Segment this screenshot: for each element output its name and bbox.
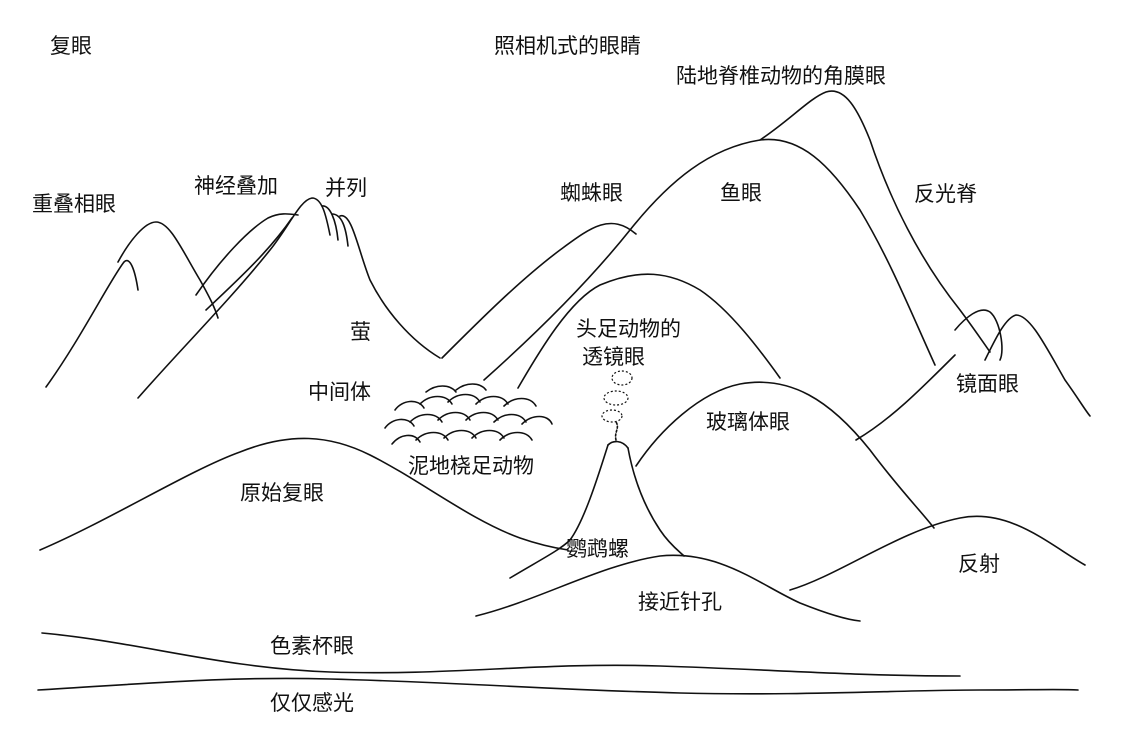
- label-neural-superposition: 神经叠加: [194, 174, 278, 198]
- mud-creature-scales: [384, 383, 553, 445]
- label-fish-eye: 鱼眼: [720, 181, 762, 205]
- nautilus-cone-left: [509, 444, 609, 579]
- label-glass-body-eye: 玻璃体眼: [706, 410, 790, 434]
- apposition-slope: [339, 215, 441, 359]
- primitive-compound-eye-hill: [39, 437, 569, 551]
- superposition-peak-main: [117, 221, 219, 319]
- glass-body-eye-mountain: [635, 381, 935, 529]
- label-vertebrate-cornea-eye: 陆地脊椎动物的角膜眼: [676, 64, 886, 88]
- neural-superposition-ridge: [195, 213, 299, 296]
- apposition-mountain: [137, 197, 331, 399]
- label-cephalopod-line1: 头足动物的: [576, 317, 681, 341]
- smoke-trail: [614, 421, 619, 441]
- label-intermediate: 中间体: [308, 380, 371, 404]
- label-compound-eye: 复眼: [50, 34, 92, 58]
- apposition-fold-2: [331, 213, 349, 247]
- nautilus-cone-top: [607, 440, 629, 449]
- cephalopod-mountain: [517, 273, 781, 389]
- label-superposition: 重叠相眼: [32, 192, 116, 216]
- reflecting-ridge-slope: [855, 354, 956, 441]
- label-reflecting-ridge: 反光脊: [914, 182, 977, 206]
- apposition-inner-ridge: [205, 217, 293, 311]
- spider-eye-hill: [441, 222, 637, 359]
- label-cephalopod-line2: 透镜眼: [582, 345, 645, 369]
- label-mirror-eye: 镜面眼: [956, 372, 1019, 396]
- vertebrate-peak: [759, 90, 991, 353]
- mirror-eye-peak-right: [984, 314, 1091, 417]
- near-pinhole-hill: [475, 554, 861, 622]
- superposition-peak-small: [45, 259, 139, 388]
- apposition-fold-1: [321, 205, 339, 241]
- smoke-spiral-2: [603, 390, 629, 406]
- smoke-spiral-1: [611, 370, 633, 386]
- smoke-spiral-3: [601, 409, 623, 423]
- label-spider-eye: 蜘蛛眼: [560, 181, 623, 205]
- reflection-hill: [789, 515, 1086, 591]
- label-firefly: 萤: [350, 320, 371, 344]
- label-light-sensing-only: 仅仅感光: [270, 691, 354, 715]
- label-near-pinhole: 接近针孔: [638, 590, 722, 614]
- mirror-eye-peak-left: [954, 309, 1003, 361]
- nautilus-cone-right: [627, 447, 685, 557]
- label-nautilus: 鹦鹉螺: [566, 537, 629, 561]
- label-reflection: 反射: [958, 552, 1000, 576]
- fish-eye-mountain: [483, 138, 936, 381]
- ground-line-lower: [37, 677, 1079, 695]
- label-pigment-cup-eye: 色素杯眼: [270, 634, 354, 658]
- label-mud-creature: 泥地桡足动物: [408, 454, 534, 478]
- label-camera-eye: 照相机式的眼睛: [494, 34, 641, 58]
- label-apposition: 并列: [325, 176, 367, 200]
- label-primitive-compound-eye: 原始复眼: [240, 481, 324, 505]
- ground-line-upper: [41, 632, 961, 677]
